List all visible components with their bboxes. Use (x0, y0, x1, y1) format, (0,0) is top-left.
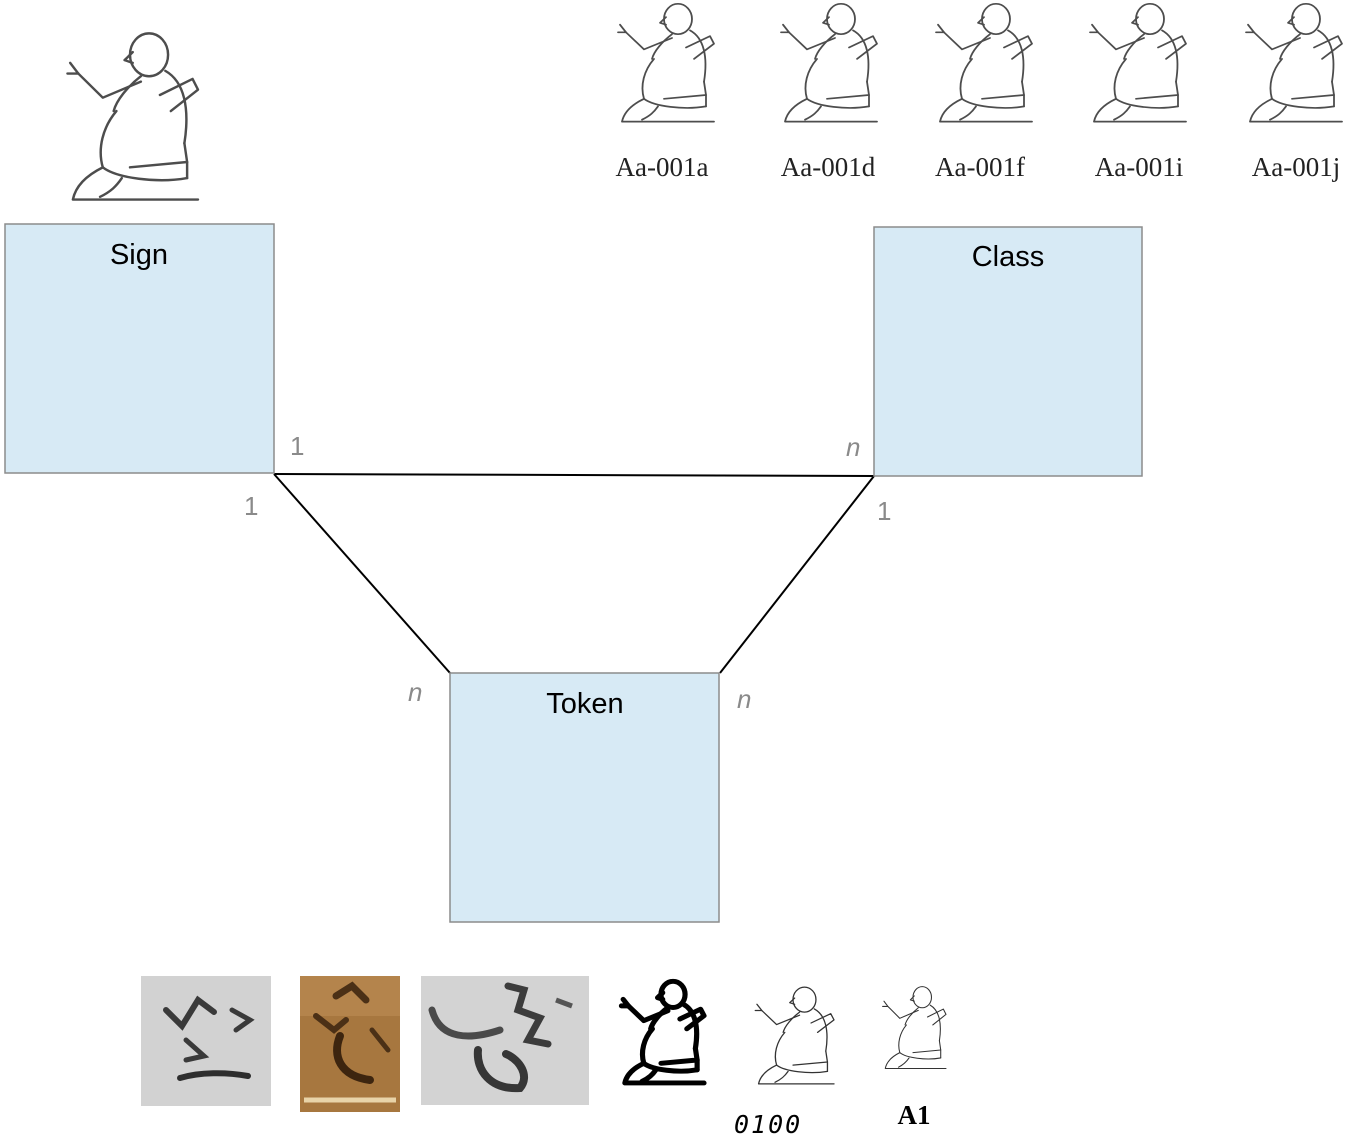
class-variant-1-code: Aa-001a (616, 152, 709, 182)
class-variant-1-glyph (617, 2, 715, 123)
cardinality-class-token-token-end: n (737, 684, 751, 714)
class-variant-3-glyph (935, 2, 1033, 123)
entity-class-title: Class (972, 241, 1045, 273)
token-drawing-5: 0100 (734, 986, 835, 1134)
cardinality-sign-class-sign-end: 1 (290, 431, 304, 461)
cardinality-sign-token-token-end: n (408, 677, 422, 707)
token-photo-3 (421, 976, 589, 1105)
token-photo-1 (141, 976, 271, 1106)
class-variant-4: Aa-001i (1089, 2, 1187, 182)
entity-token-title: Token (546, 688, 623, 720)
class-variant-5-glyph (1245, 2, 1343, 123)
class-variant-4-code: Aa-001i (1095, 152, 1183, 182)
class-variant-1: Aa-001a (616, 2, 715, 182)
entity-token[interactable]: Token (449, 672, 720, 923)
class-variant-3-code: Aa-001f (935, 152, 1025, 182)
cardinality-sign-token-sign-end: 1 (244, 491, 258, 521)
entity-class[interactable]: Class (873, 226, 1143, 477)
relation-class-token-line (719, 475, 875, 674)
token-drawing-6: A1 (882, 986, 947, 1130)
entity-sign-title: Sign (110, 239, 168, 271)
class-variant-2-glyph (780, 2, 878, 123)
sign-hieroglyph-image (66, 32, 200, 201)
class-variant-5-code: Aa-001j (1252, 152, 1340, 182)
entity-sign[interactable]: Sign (4, 223, 275, 474)
class-variant-4-glyph (1089, 2, 1187, 123)
class-variant-5: Aa-001j (1245, 2, 1343, 182)
cardinality-sign-class-class-end: n (846, 432, 860, 462)
token-label-a1: A1 (898, 1100, 931, 1130)
class-variant-2-code: Aa-001d (781, 152, 876, 182)
relation-sign-token-line (273, 473, 451, 674)
token-drawing-bold (621, 981, 704, 1083)
relation-sign-class-line (273, 473, 875, 477)
token-label-0100: 0100 (734, 1110, 802, 1134)
class-variant-3: Aa-001f (935, 2, 1033, 182)
cardinality-class-token-class-end: 1 (877, 496, 891, 526)
class-variant-2: Aa-001d (780, 2, 878, 182)
token-photo-2 (300, 976, 400, 1112)
